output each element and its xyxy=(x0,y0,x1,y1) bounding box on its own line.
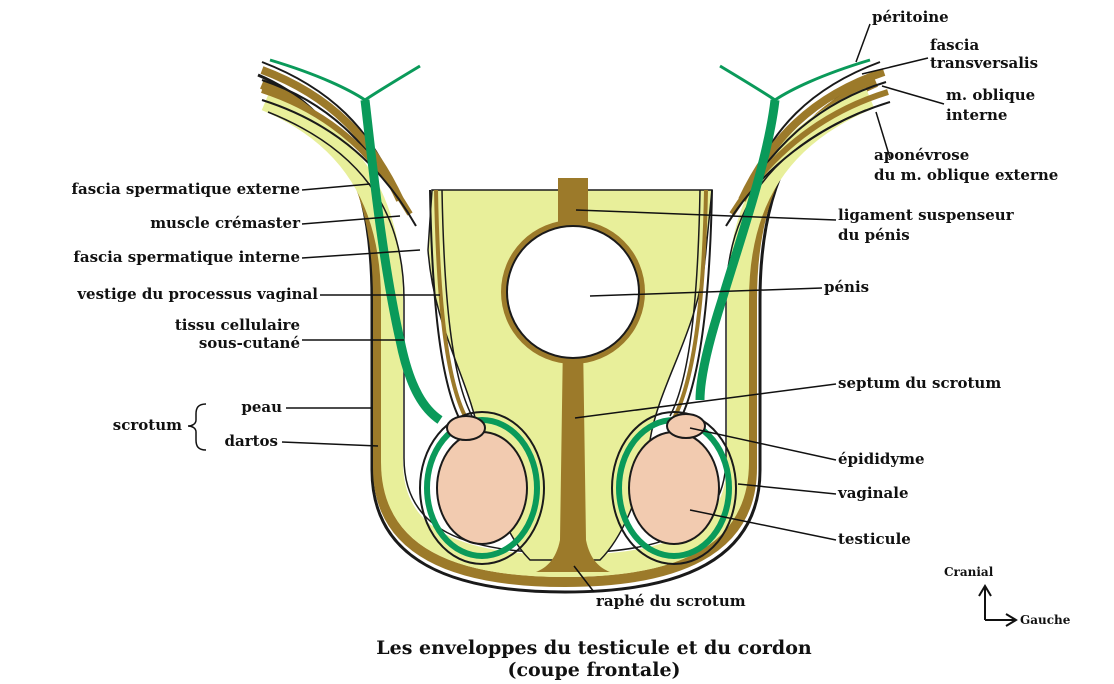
label-cranial: Cranial xyxy=(944,565,994,579)
orientation-indicator: Cranial Gauche xyxy=(944,565,1071,627)
label-dartos: dartos xyxy=(225,432,279,450)
label-raphe: raphé du scrotum xyxy=(596,592,746,610)
orientation-arrows xyxy=(979,586,1016,626)
label-tissu-1: tissu cellulaire xyxy=(175,316,300,334)
label-fascia-transversalis-2: transversalis xyxy=(930,54,1038,72)
left-testis-group xyxy=(420,412,544,564)
label-ligament-2: du pénis xyxy=(838,226,910,244)
label-aponevrose-2: du m. oblique externe xyxy=(874,166,1058,184)
label-tissu-2: sous-cutané xyxy=(199,334,300,352)
label-ligament-1: ligament suspenseur xyxy=(838,206,1015,224)
label-peau: peau xyxy=(241,398,282,416)
label-fascia-transversalis-1: fascia xyxy=(930,36,979,54)
caption: Les enveloppes du testicule et du cordon… xyxy=(376,637,812,681)
label-vaginale: vaginale xyxy=(837,484,909,502)
left-epididyme xyxy=(447,416,485,440)
labels-left: fascia spermatique externe muscle crémas… xyxy=(72,180,319,450)
caption-line-2: (coupe frontale) xyxy=(507,659,680,681)
right-epididyme xyxy=(667,414,705,438)
penis-lumen xyxy=(507,226,639,358)
label-penis: pénis xyxy=(824,278,869,296)
label-aponevrose-1: aponévrose xyxy=(874,146,969,164)
label-gauche: Gauche xyxy=(1020,613,1071,627)
right-testicule xyxy=(629,432,719,544)
label-fascia-sperm-externe: fascia spermatique externe xyxy=(72,180,300,198)
label-testicule: testicule xyxy=(838,530,911,548)
label-fascia-sperm-interne: fascia spermatique interne xyxy=(73,248,300,266)
label-epididyme: épididyme xyxy=(838,450,925,468)
label-septum: septum du scrotum xyxy=(838,374,1001,392)
label-muscle-cremaster: muscle crémaster xyxy=(150,214,301,232)
label-oblique-interne-2: interne xyxy=(946,106,1007,124)
label-vestige: vestige du processus vaginal xyxy=(76,285,318,303)
label-peritoine: péritoine xyxy=(872,8,949,26)
right-testis-group xyxy=(612,412,736,564)
label-scrotum: scrotum xyxy=(113,416,182,434)
label-oblique-interne-1: m. oblique xyxy=(946,86,1035,104)
caption-line-1: Les enveloppes du testicule et du cordon xyxy=(376,637,812,659)
left-testicule xyxy=(437,432,527,544)
